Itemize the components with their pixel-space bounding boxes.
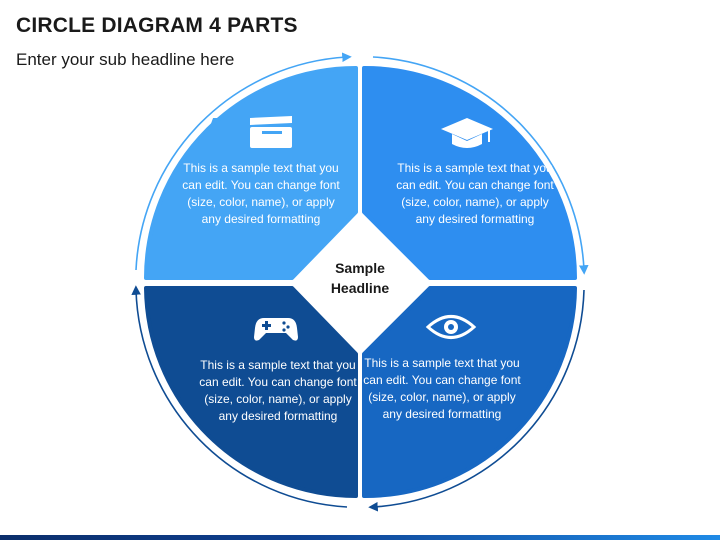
graduation-cap-icon [441, 118, 493, 148]
outer-arrow-top-left [135, 52, 352, 271]
segment-text-bottom-right: This is a sample text that you can edit.… [363, 356, 521, 421]
outer-arrow-bottom-left [131, 285, 348, 508]
segment-top-right [362, 65, 577, 280]
center-headline-line1: Sample [335, 260, 385, 276]
outer-arrow-bottom-right [368, 289, 585, 512]
segment-top-left [144, 66, 358, 280]
outer-arrow-top-right [372, 56, 589, 275]
segment-text-top-left: This is a sample text that you can edit.… [182, 161, 340, 226]
page-subtitle: Enter your sub headline here [16, 50, 235, 69]
eye-icon [425, 315, 477, 339]
bottom-accent-bar [0, 535, 720, 540]
segment-bottom-right [362, 286, 577, 499]
center-headline: Sample Headline [310, 258, 410, 298]
segment-text-bottom-left: This is a sample text that you can edit.… [199, 358, 357, 423]
gamepad-icon [254, 318, 298, 341]
center-headline-line2: Headline [330, 280, 390, 296]
clapperboard-icon [210, 116, 292, 148]
page-title: CIRCLE DIAGRAM 4 PARTS [16, 14, 298, 37]
segment-bottom-left [144, 286, 358, 498]
segment-text-top-right: This is a sample text that you can edit.… [396, 161, 554, 226]
